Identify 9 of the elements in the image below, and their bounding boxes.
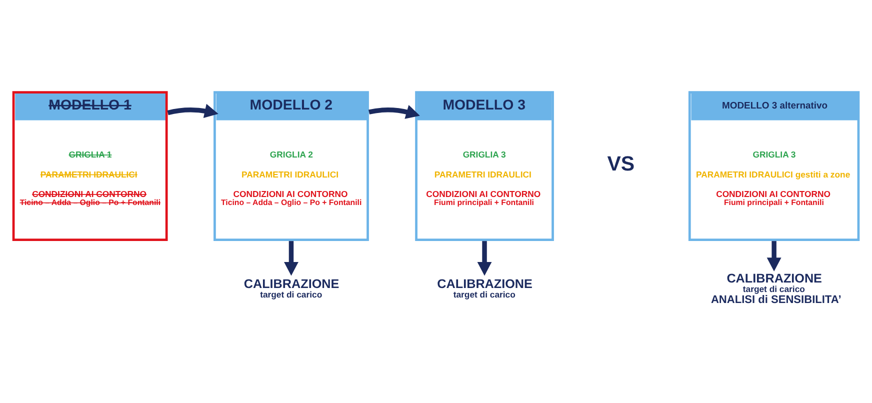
arrow	[477, 240, 492, 276]
node-text: CALIBRAZIONE target di carico	[437, 276, 532, 300]
node-text: CALIBRAZIONE target di carico	[244, 276, 340, 300]
node-text: CALIBRAZIONE target di carico ANALISI di SENSIBILITA’	[710, 271, 842, 306]
arrow	[167, 103, 218, 118]
arrow	[766, 240, 782, 271]
arrow	[284, 240, 298, 276]
arrow	[368, 104, 420, 118]
label: VS	[607, 152, 635, 175]
